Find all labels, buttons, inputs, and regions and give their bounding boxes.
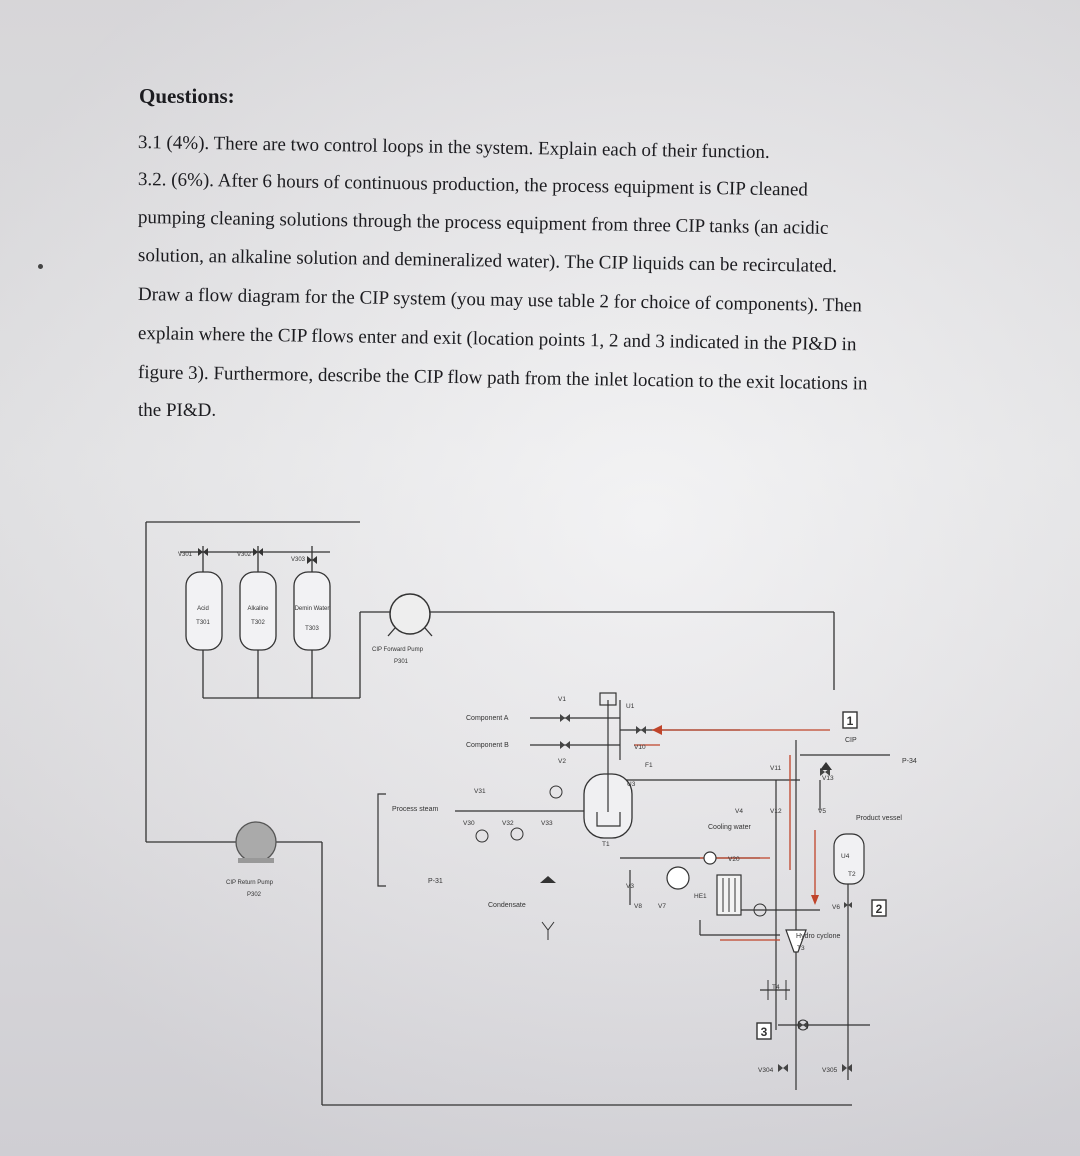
tank-demin-tag: T303: [305, 626, 319, 632]
hydro-cyclone-label: Hydro cyclone: [796, 933, 840, 940]
valve-v10-label: V10: [634, 744, 646, 751]
valve-v7-label: V7: [658, 903, 666, 910]
heat-exchanger-he1: [716, 874, 742, 916]
valve-v20-label: V20: [728, 856, 740, 863]
equipment-t1-label: T1: [602, 841, 610, 848]
valve-v303-icon: [307, 556, 317, 564]
valve-v302-icon: [253, 548, 263, 556]
question-line-8: the PI&D.: [138, 400, 217, 421]
tank-alkaline-name: Alkaline: [247, 606, 269, 612]
questions-heading: Questions:: [139, 84, 235, 108]
tank-alkaline: [239, 571, 277, 651]
valve-v301-label: V301: [178, 552, 193, 558]
hydro-cyclone-icon: [785, 929, 807, 953]
component-b-label: Component B: [466, 742, 509, 749]
cooling-water-label: Cooling water: [708, 824, 751, 831]
equipment-t4-label: T4: [772, 984, 780, 991]
valve-v33-label: V33: [541, 820, 553, 827]
valve-v11-label: V11: [770, 765, 781, 772]
tank-acid: [185, 571, 223, 651]
component-a-label: Component A: [466, 715, 509, 722]
valve-v303-label: V303: [291, 557, 306, 563]
valve-v301-icon: [198, 548, 208, 556]
equipment-t3-label: T3: [797, 945, 805, 952]
equipment-he1-label: HE1: [694, 893, 707, 900]
forward-pump-name: CIP Forward Pump: [372, 647, 424, 653]
equipment-f1-label: F1: [645, 762, 653, 769]
return-pump-tag: P302: [247, 892, 262, 898]
valve-v2-label: V2: [558, 758, 566, 765]
valve-v304-label: V304: [758, 1067, 774, 1074]
valve-v30-label: V30: [463, 820, 475, 827]
valve-v12-label: V12: [770, 808, 782, 815]
valve-v5-label: V5: [818, 808, 826, 815]
process-pump-icon: [666, 866, 690, 890]
product-vessel-label: Product vessel: [856, 815, 902, 822]
valve-v13-label: V13: [822, 775, 834, 782]
tank-demin-name: Demin Water: [295, 606, 330, 612]
equipment-u3-label: U3: [627, 781, 636, 788]
tank-acid-name: Acid: [197, 606, 209, 612]
valve-v6-label: V6: [832, 904, 840, 911]
valve-v305-label: V305: [822, 1067, 838, 1074]
product-vessel-t2: [833, 833, 865, 885]
equipment-t2-label: T2: [848, 871, 856, 878]
valve-v31-label: V31: [474, 788, 486, 795]
location-point-2: [871, 899, 887, 917]
p31-label: P-31: [428, 878, 443, 885]
valve-v302-label: V302: [237, 552, 252, 558]
flow-meter-icon: [703, 851, 717, 865]
reactor-t1: [583, 692, 633, 839]
valve-v32-label: V32: [502, 820, 514, 827]
condensate-label: Condensate: [488, 902, 526, 909]
location-point-2-label: 2: [876, 902, 883, 916]
return-pump-name: CIP Return Pump: [226, 880, 274, 886]
location-point-1-label: 1: [847, 714, 854, 728]
pump-bottom-icon: [797, 1019, 809, 1031]
cip-forward-pump-icon: [387, 593, 433, 637]
valve-v8-label: V8: [634, 903, 642, 910]
tank-demin-water: [293, 571, 331, 651]
valve-v4-label: V4: [735, 808, 743, 815]
tank-acid-tag: T301: [196, 620, 210, 626]
process-steam-label: Process steam: [392, 806, 438, 813]
tank-alkaline-tag: T302: [251, 620, 265, 626]
cip-return-pump-icon: [235, 821, 277, 863]
equipment-u1-label: U1: [626, 703, 635, 710]
steam-trap-icon: [540, 876, 556, 883]
location-point-1: [842, 711, 858, 729]
p34-label: P-34: [902, 758, 917, 765]
valve-v1-label: V1: [558, 696, 566, 703]
margin-dot: [38, 264, 43, 269]
equipment-u4-label: U4: [841, 853, 850, 860]
tank-t4: [767, 980, 787, 1000]
forward-pump-tag: P301: [394, 659, 409, 665]
location-point-3: [756, 1022, 772, 1040]
cip-label: CIP: [845, 737, 857, 744]
location-point-3-label: 3: [761, 1025, 768, 1039]
valve-v3-label: V3: [626, 883, 634, 890]
